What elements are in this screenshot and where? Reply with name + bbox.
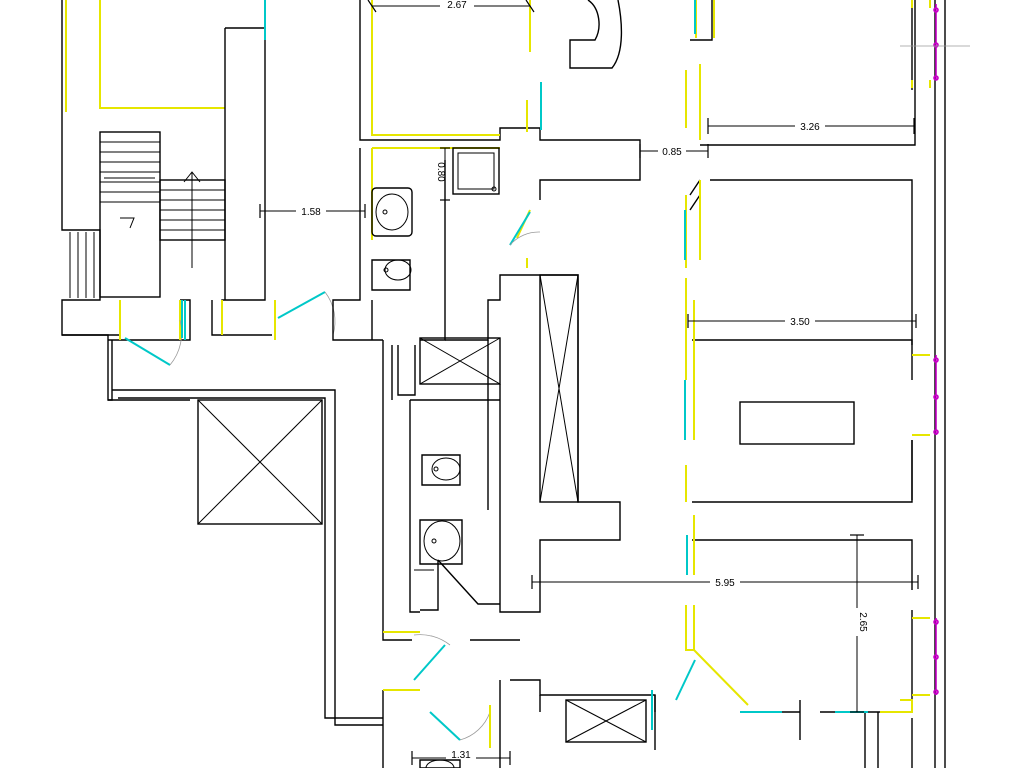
dimension-d1: 2.67 [367, 0, 535, 13]
stair-core [61, 0, 272, 401]
dimension-label-d5: 1.58 [301, 207, 321, 218]
door-swings-centre [383, 0, 653, 748]
dimension-d5: 1.58 [259, 204, 366, 218]
dimension-d8: 2.65 [850, 534, 868, 713]
dimension-label-d6: 3.50 [790, 317, 810, 328]
dimension-label-d2: 3.26 [800, 122, 820, 133]
dimension-d2: 3.26 [707, 118, 915, 134]
dimension-label-d7: 5.95 [715, 578, 735, 589]
dimension-label-d3: 0.85 [662, 147, 682, 158]
door-swings-right [675, 0, 913, 713]
dimension-d3: 0.85 [639, 144, 709, 158]
office-walls-right [539, 0, 946, 768]
dimension-d7: 5.95 [531, 575, 919, 589]
sanitary-fixtures [371, 147, 500, 768]
dimension-label-d1: 2.67 [447, 0, 467, 11]
windows-right [900, 0, 970, 696]
dimension-label-d8: 2.65 [857, 612, 868, 632]
door-swings-left [119, 0, 336, 366]
stair-flight [69, 131, 226, 298]
dimension-label-d4: 0.80 [435, 162, 446, 182]
dimension-label-d9: 1.31 [451, 750, 471, 761]
dimension-d6: 3.50 [687, 314, 917, 328]
dimension-d4: 0.80 [435, 147, 450, 201]
corridor-left [112, 389, 383, 726]
reception-counter [569, 0, 623, 69]
dimension-d9: 1.31 [411, 748, 511, 765]
centre-block [332, 0, 656, 768]
